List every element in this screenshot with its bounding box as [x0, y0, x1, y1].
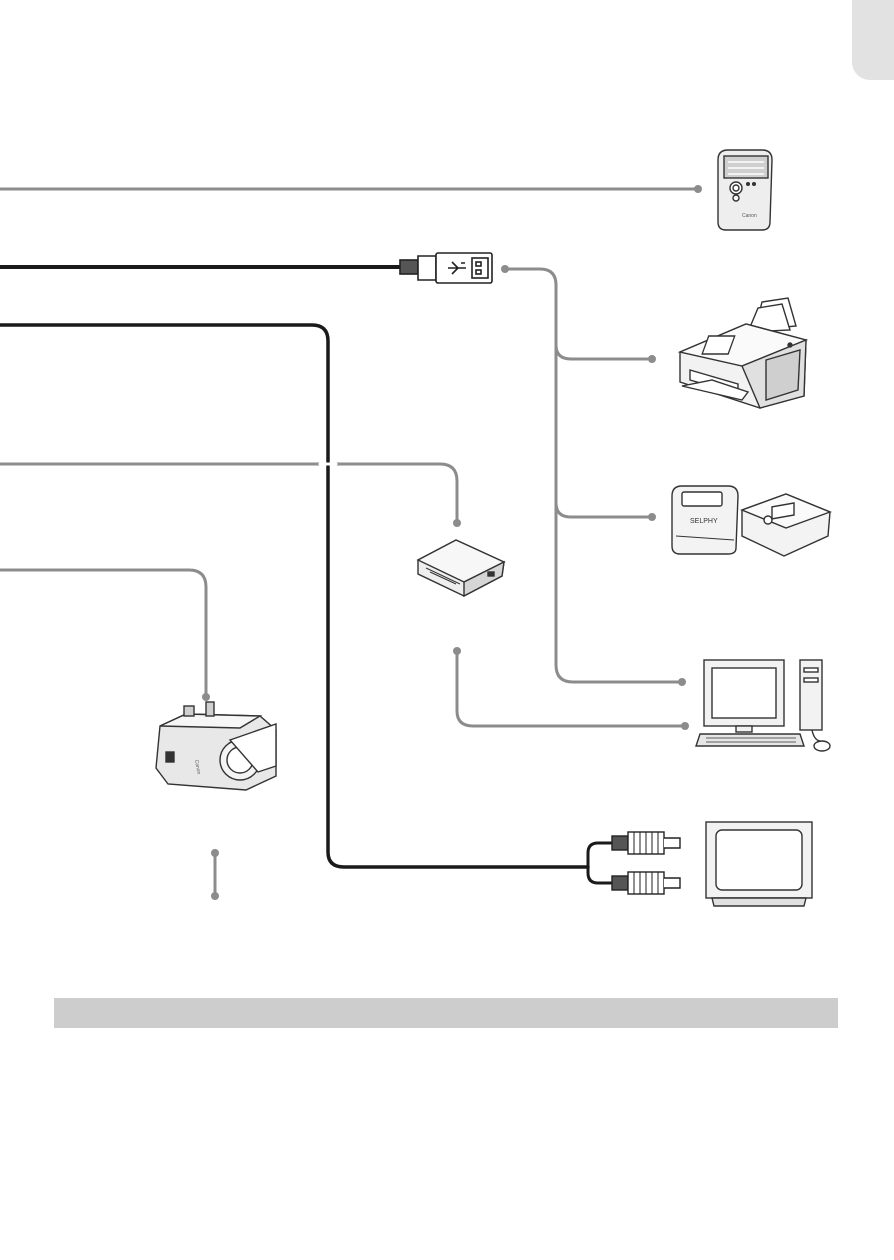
computer-dot-2: [681, 722, 689, 730]
connection-lines: [0, 185, 702, 900]
av-cable: [0, 325, 588, 867]
card-reader-line: [0, 464, 457, 523]
flash-brand-text: Canon: [742, 213, 757, 219]
compact-photo-printer-icon: SELPHY: [672, 486, 830, 556]
usb-branch-printer: [556, 345, 652, 359]
usb-branch-start-dot: [501, 265, 509, 273]
printer-dot: [648, 355, 656, 363]
card-reader-icon: [418, 540, 504, 596]
reader-to-computer-line: [457, 651, 685, 726]
av-cable-plug-icon: [612, 832, 680, 894]
reader-to-computer-dot-top: [453, 647, 461, 655]
card-reader-dot: [453, 519, 461, 527]
usb-plug-icon: [400, 253, 492, 283]
av-split: [588, 843, 614, 883]
case-bottom-dot-top: [211, 849, 219, 857]
inkjet-printer-icon: [680, 298, 806, 408]
compact-brand-text: SELPHY: [690, 518, 718, 525]
usb-branch-compact: [556, 503, 652, 517]
external-flash-icon: Canon: [718, 150, 772, 230]
computer-icon: [696, 660, 830, 751]
usb-branch-line: [505, 269, 682, 682]
case-bottom-dot-bottom: [211, 892, 219, 900]
case-dot: [202, 693, 210, 701]
waterproof-case-icon: Canon: [156, 702, 276, 790]
case-line: [0, 570, 206, 697]
compact-dot: [648, 513, 656, 521]
flash-line-dot: [694, 185, 702, 193]
computer-dot-1: [678, 678, 686, 686]
tv-icon: [706, 822, 812, 906]
section-title-bar: [54, 998, 838, 1028]
